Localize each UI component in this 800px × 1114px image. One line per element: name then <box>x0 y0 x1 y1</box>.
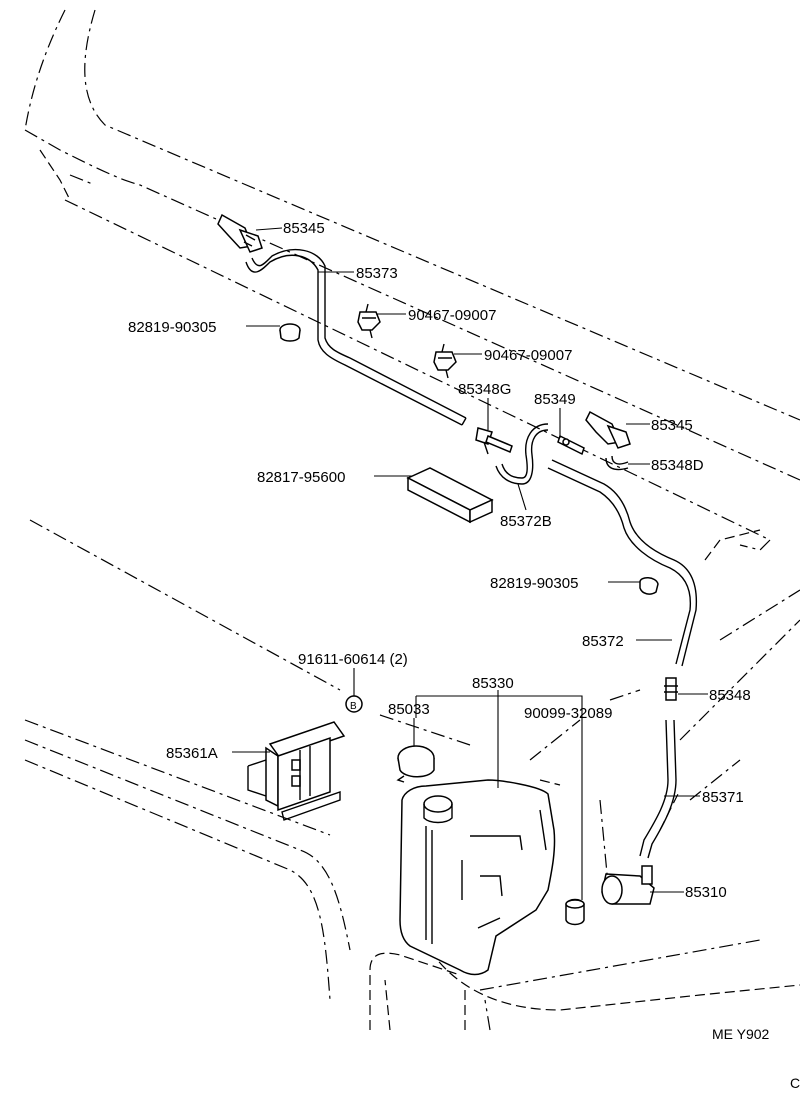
part-labels: 85345 85373 90467-09007 82819-90305 9046… <box>128 220 751 901</box>
label-90467-09007-upper: 90467-09007 <box>408 307 496 324</box>
label-85348G: 85348G <box>458 381 511 398</box>
label-85372: 85372 <box>582 633 624 650</box>
pump-85310 <box>601 865 655 905</box>
label-85361A: 85361A <box>166 745 218 762</box>
label-85373: 85373 <box>356 265 398 282</box>
grommet-upper <box>279 323 301 342</box>
label-91611-60614: 91611-60614 (2) <box>298 651 408 668</box>
circle-b-label: B <box>350 701 357 712</box>
label-85348: 85348 <box>709 687 751 704</box>
label-90099-32089: 90099-32089 <box>524 705 612 722</box>
joint-85348G <box>475 427 513 455</box>
body-outline <box>24 9 800 1031</box>
label-85033: 85033 <box>388 701 430 718</box>
clamp-lower <box>433 343 457 379</box>
diagram-code: ME Y902 <box>712 1026 770 1042</box>
label-85372B: 85372B <box>500 513 552 530</box>
label-85371: 85371 <box>702 789 744 806</box>
cap-85033 <box>396 745 435 783</box>
clamp-upper <box>357 303 381 339</box>
label-82819-90305-upper: 82819-90305 <box>128 319 216 336</box>
label-85330: 85330 <box>472 675 514 692</box>
label-82817-95600: 82817-95600 <box>257 469 345 486</box>
nozzle-left <box>217 213 263 253</box>
label-90467-09007-lower: 90467-09007 <box>484 347 572 364</box>
grommet-lower <box>639 577 659 595</box>
label-85348D: 85348D <box>651 457 704 474</box>
strainer-90099-32089 <box>565 898 585 926</box>
hose-85348D <box>605 455 629 471</box>
bracket-85361A <box>247 721 346 821</box>
washer-tank <box>399 779 556 976</box>
hose-85372 <box>547 459 698 667</box>
joint-85348 <box>664 677 678 701</box>
leader-lines <box>232 227 708 900</box>
label-85310: 85310 <box>685 884 727 901</box>
nozzle-right <box>585 410 631 449</box>
joint-85349 <box>557 434 585 456</box>
hose-85372B <box>495 423 549 485</box>
label-85345-right: 85345 <box>651 417 693 434</box>
hose-85373 <box>245 249 467 426</box>
label-85345-left: 85345 <box>283 220 325 237</box>
label-82819-90305-lower: 82819-90305 <box>490 575 578 592</box>
bolt-91611: B <box>345 695 363 713</box>
label-85349: 85349 <box>534 391 576 408</box>
pad-82817-95600 <box>406 467 494 524</box>
hose-85371 <box>639 719 677 859</box>
corner-mark: C <box>790 1075 800 1091</box>
